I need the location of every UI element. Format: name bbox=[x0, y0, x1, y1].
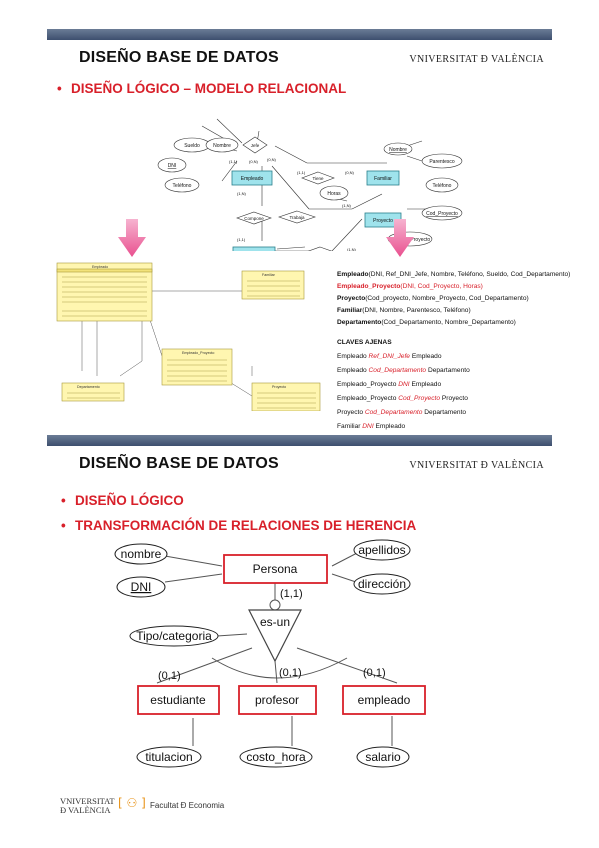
attr-parentesco: Parentesco bbox=[429, 159, 455, 165]
schema-familiar: Familiar bbox=[262, 273, 276, 277]
footer-faculty-icon: [ ⚇ ] bbox=[118, 796, 146, 810]
schema-empleado: Empleado bbox=[92, 265, 108, 269]
slide-title: DISEÑO BASE DE DATOS bbox=[79, 455, 279, 472]
svg-text:(1,1): (1,1) bbox=[237, 237, 246, 242]
attr-apellidos: apellidos bbox=[358, 543, 405, 557]
isa-label: es-un bbox=[260, 615, 290, 629]
attr-fam-telefono: Teléfono bbox=[433, 183, 452, 189]
schema-departamento: Departamento bbox=[77, 385, 100, 389]
svg-text:(1,1): (1,1) bbox=[229, 159, 238, 164]
rel-compone: Compone bbox=[244, 216, 264, 221]
inheritance-diagram: Persona nombre DNI apellidos dirección e… bbox=[114, 539, 426, 768]
top-bar bbox=[47, 435, 552, 446]
slide-title: DISEÑO BASE DE DATOS bbox=[79, 49, 279, 66]
footer-faculty: Facultat Ð Economia bbox=[150, 801, 225, 810]
entity-familiar: Familiar bbox=[374, 176, 392, 182]
attr-tipo-categoria: Tipo/categoria bbox=[136, 629, 212, 643]
attr-horas: Horas bbox=[327, 191, 341, 197]
fk-2: Empleado Cod_Departamento Departamento bbox=[337, 367, 470, 374]
top-bar bbox=[47, 29, 552, 40]
attr-telefono: Teléfono bbox=[173, 183, 192, 189]
footer-uni-line2: Ð VALÈNCIA bbox=[60, 805, 111, 815]
down-arrow-left bbox=[118, 219, 146, 257]
attr-sueldo: Sueldo bbox=[184, 143, 200, 149]
fk-1: Empleado Ref_DNI_Jefe Empleado bbox=[337, 353, 442, 360]
relation-proyecto: Proyecto(Cod_proyecto, Nombre_Proyecto, … bbox=[337, 295, 529, 302]
attr-dni: DNI bbox=[131, 580, 152, 594]
attr-fam-nombre: Nombre bbox=[389, 147, 407, 153]
footer: VNIVERSITAT Ð VALÈNCIA bbox=[60, 797, 115, 815]
svg-text:(0,N): (0,N) bbox=[267, 157, 277, 162]
card-estudiante: (0,1) bbox=[158, 670, 181, 682]
fk-4: Empleado_Proyecto Cod_Proyecto Proyecto bbox=[337, 395, 468, 402]
down-arrow-right bbox=[386, 219, 414, 257]
attr-direccion: dirección bbox=[358, 577, 406, 591]
rel-tiene: Tiene bbox=[312, 176, 324, 181]
university-logo: VNIVERSITAT Ð VALÈNCIA bbox=[409, 460, 544, 471]
svg-text:(1,1): (1,1) bbox=[297, 170, 306, 175]
relation-empleado-proyecto: Empleado_Proyecto(DNI, Cod_Proyecto, Hor… bbox=[337, 283, 483, 290]
slide-1: DISEÑO BASE DE DATOS VNIVERSITAT Ð VALÈN… bbox=[47, 29, 570, 430]
relation-familiar: Familiar(DNI, Nombre, Parentesco, Teléfo… bbox=[337, 307, 471, 314]
entity-profesor-box bbox=[238, 685, 317, 715]
university-logo: VNIVERSITAT Ð VALÈNCIA bbox=[409, 54, 544, 65]
isa-triangle bbox=[248, 609, 302, 663]
attr-nombre: nombre bbox=[121, 547, 162, 561]
svg-text:(1,N): (1,N) bbox=[347, 247, 357, 251]
attr-nombre: Nombre bbox=[213, 143, 231, 149]
entity-estudiante-box bbox=[137, 685, 220, 715]
bullet-text: DISEÑO LÓGICO – MODELO RELACIONAL bbox=[71, 81, 347, 96]
fk-5: Proyecto Cod_Departamento Departamento bbox=[337, 409, 467, 416]
schema-diagram: Empleado Familiar Empleado_Proyecto Depa… bbox=[56, 262, 321, 411]
entity-empleado: empleado bbox=[358, 693, 411, 707]
attr-salario: salario bbox=[365, 750, 401, 764]
bullet-2: •TRANSFORMACIÓN DE RELACIONES DE HERENCI… bbox=[61, 518, 417, 533]
bullet-2-text: TRANSFORMACIÓN DE RELACIONES DE HERENCIA bbox=[75, 518, 417, 533]
svg-text:(0,N): (0,N) bbox=[249, 159, 259, 164]
isa-circle bbox=[269, 599, 281, 611]
rel-trabaja: Trabaja bbox=[289, 215, 305, 220]
attr-costo-hora: costo_hora bbox=[246, 750, 306, 764]
entity-empleado-box bbox=[342, 685, 426, 715]
slide-2: DISEÑO BASE DE DATOS VNIVERSITAT Ð VALÈN… bbox=[47, 435, 552, 780]
attr-titulacion: titulacion bbox=[145, 750, 192, 764]
card-profesor: (0,1) bbox=[279, 667, 302, 679]
fk-3: Empleado_Proyecto DNI Empleado bbox=[337, 381, 442, 388]
svg-text:(1,N): (1,N) bbox=[342, 203, 352, 208]
attr-dni: DNI bbox=[168, 163, 177, 169]
bullet-heading: •DISEÑO LÓGICO – MODELO RELACIONAL bbox=[57, 81, 347, 96]
isa-cardinality: (1,1) bbox=[280, 588, 303, 600]
rel-jefe: Jefe bbox=[251, 143, 260, 148]
card-empleado: (0,1) bbox=[363, 667, 386, 679]
keys-title: CLAVES AJENAS bbox=[337, 339, 392, 346]
entity-proyecto: Proyecto bbox=[373, 218, 393, 224]
schema-proyecto: Proyecto bbox=[272, 385, 286, 389]
bullet-1: •DISEÑO LÓGICO bbox=[61, 493, 184, 508]
entity-empleado: Empleado bbox=[241, 176, 264, 182]
svg-text:(1,N): (1,N) bbox=[237, 191, 247, 196]
entity-estudiante: estudiante bbox=[150, 693, 206, 707]
entity-persona: Persona bbox=[253, 562, 298, 576]
entity-persona-box bbox=[223, 554, 328, 584]
relation-departamento: Departamento(Cod_Departamento, Nombre_De… bbox=[337, 319, 516, 326]
relation-empleado: Empleado(DNI, Ref_DNI_Jefe, Nombre, Telé… bbox=[337, 271, 571, 278]
entity-profesor: profesor bbox=[255, 693, 299, 707]
footer-uni-line1: VNIVERSITAT bbox=[60, 796, 115, 806]
attr-cod-proyecto: Cod_Proyecto bbox=[426, 211, 458, 217]
bullet-1-text: DISEÑO LÓGICO bbox=[75, 493, 184, 508]
fk-6: Familiar DNI Empleado bbox=[337, 423, 406, 430]
svg-text:(0,N): (0,N) bbox=[345, 170, 355, 175]
schema-empleado-proyecto: Empleado_Proyecto bbox=[182, 351, 214, 355]
